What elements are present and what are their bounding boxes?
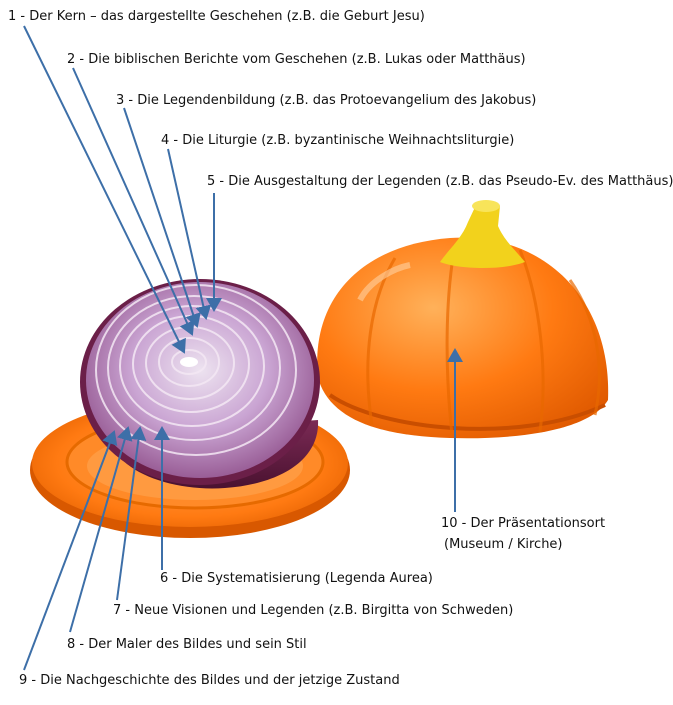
label-10-museum-kirche: (Museum / Kirche) [444,537,563,552]
arrow-3 [123,107,201,328]
label-4-liturgie: 4 - Die Liturgie (z.B. byzantinische Wei… [161,133,515,148]
label-3-legendenbildung: 3 - Die Legendenbildung (z.B. das Protoe… [116,93,537,108]
label-9-nachgeschichte: 9 - Die Nachgeschichte des Bildes und de… [19,673,400,688]
arrows [23,25,463,671]
label-1-kern: 1 - Der Kern – das dargestellte Geschehe… [8,9,425,24]
arrow-1 [23,25,186,354]
arrow-8 [69,426,133,633]
label-7-neue-visionen: 7 - Neue Visionen und Legenden (z.B. Bir… [113,603,514,618]
label-10-praesentationsort: 10 - Der Präsentationsort [441,516,606,531]
pumpkin-dome [317,200,609,439]
arrow-9 [23,430,118,671]
label-2-biblische-berichte: 2 - Die biblischen Berichte vom Geschehe… [67,52,526,67]
diagram-canvas: 1 - Der Kern – das dargestellte Geschehe… [8,9,673,688]
label-5-ausgestaltung: 5 - Die Ausgestaltung der Legenden (z.B.… [207,174,673,189]
arrow-4 [167,148,212,320]
label-8-maler: 8 - Der Maler des Bildes und sein Stil [67,637,307,652]
illustration [23,25,609,671]
arrow-7 [116,426,147,601]
label-6-systematisierung: 6 - Die Systematisierung (Legenda Aurea) [160,571,433,586]
arrow-2 [72,67,195,336]
